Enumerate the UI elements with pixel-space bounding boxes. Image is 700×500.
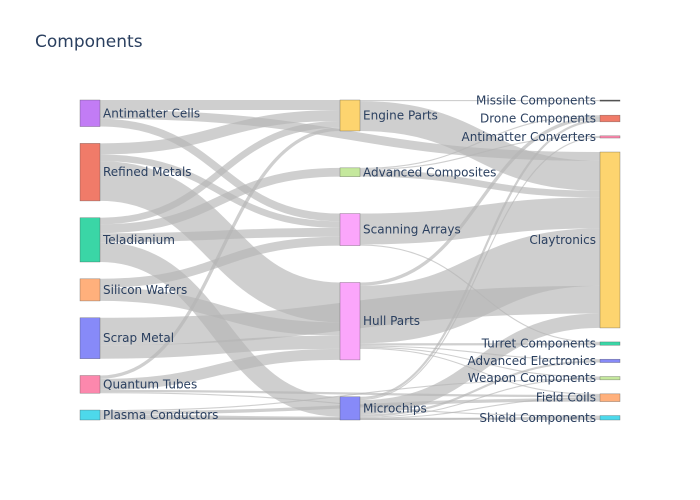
link-engine_parts-to-claytronics[interactable]	[359, 101, 601, 191]
node-shield_components[interactable]	[599, 415, 621, 421]
node-label-engine_parts: Engine Parts	[363, 108, 438, 122]
link-scanning_arrays-to-claytronics[interactable]	[359, 197, 601, 245]
link-quantum_tubes-to-field_coils[interactable]	[99, 389, 601, 398]
link-microchips-to-claytronics[interactable]	[359, 313, 601, 415]
link-hull_parts-to-claytronics[interactable]	[359, 228, 601, 344]
link-microchips-to-advanced_electronics[interactable]	[359, 360, 601, 417]
node-antimatter_converters[interactable]	[599, 135, 621, 139]
node-label-plasma_conductors: Plasma Conductors	[103, 408, 218, 422]
node-label-weapon_components: Weapon Components	[468, 371, 596, 385]
link-advanced_composites-to-antimatter_converters[interactable]	[359, 135, 601, 171]
node-weapon_components[interactable]	[599, 376, 621, 381]
node-label-hull_parts: Hull Parts	[363, 314, 420, 328]
nodes-layer	[79, 99, 621, 421]
node-advanced_electronics[interactable]	[599, 358, 621, 363]
node-claytronics[interactable]	[599, 151, 621, 329]
link-advanced_composites-to-claytronics[interactable]	[359, 170, 601, 198]
node-hull_parts[interactable]	[339, 282, 361, 361]
node-refined_metals[interactable]	[79, 143, 101, 202]
node-label-silicon_wafers: Silicon Wafers	[103, 283, 187, 297]
link-refined_metals-to-hull_parts[interactable]	[99, 161, 341, 323]
node-label-quantum_tubes: Quantum Tubes	[103, 377, 197, 391]
node-teladianium[interactable]	[79, 217, 101, 263]
link-microchips-to-field_coils[interactable]	[359, 397, 601, 419]
node-advanced_composites[interactable]	[339, 167, 361, 177]
node-label-antimatter_converters: Antimatter Converters	[462, 130, 596, 144]
link-hull_parts-to-drone_components[interactable]	[359, 116, 601, 286]
node-label-teladianium: Teladianium	[102, 233, 175, 247]
link-quantum_tubes-to-engine_parts[interactable]	[99, 127, 341, 379]
chart-title: Components	[35, 32, 143, 52]
node-antimatter_cells[interactable]	[79, 99, 101, 127]
node-plasma_conductors[interactable]	[79, 409, 101, 421]
node-label-scanning_arrays: Scanning Arrays	[363, 223, 461, 237]
node-field_coils[interactable]	[599, 393, 621, 402]
node-label-antimatter_cells: Antimatter Cells	[103, 106, 200, 120]
node-label-shield_components: Shield Components	[479, 411, 596, 425]
node-label-microchips: Microchips	[363, 401, 427, 415]
node-engine_parts[interactable]	[339, 99, 361, 132]
link-plasma_conductors-to-weapon_components[interactable]	[99, 378, 601, 412]
link-refined_metals-to-scanning_arrays[interactable]	[99, 154, 341, 228]
node-label-advanced_composites: Advanced Composites	[363, 165, 496, 179]
link-teladianium-to-engine_parts[interactable]	[99, 121, 341, 225]
link-microchips-to-shield_components[interactable]	[359, 416, 601, 421]
link-silicon_wafers-to-scanning_arrays[interactable]	[99, 236, 341, 288]
node-label-advanced_electronics: Advanced Electronics	[468, 354, 597, 368]
node-label-claytronics: Claytronics	[529, 233, 596, 247]
node-silicon_wafers[interactable]	[79, 278, 101, 302]
node-quantum_tubes[interactable]	[79, 375, 101, 394]
node-microchips[interactable]	[339, 396, 361, 421]
node-label-drone_components: Drone Components	[480, 112, 596, 126]
link-hull_parts-to-advanced_electronics[interactable]	[359, 345, 601, 361]
node-label-scrap_metal: Scrap Metal	[103, 331, 174, 345]
link-microchips-to-drone_components[interactable]	[359, 119, 601, 399]
node-drone_components[interactable]	[599, 114, 621, 123]
node-scanning_arrays[interactable]	[339, 213, 361, 246]
link-refined_metals-to-engine_parts[interactable]	[99, 109, 341, 155]
link-microchips-to-weapon_components[interactable]	[359, 377, 601, 418]
link-microchips-to-antimatter_converters[interactable]	[359, 136, 601, 401]
node-turret_components[interactable]	[599, 341, 621, 346]
node-label-missile_components: Missile Components	[476, 94, 596, 108]
node-label-refined_metals: Refined Metals	[103, 165, 192, 179]
link-teladianium-to-advanced_composites[interactable]	[99, 167, 341, 234]
node-scrap_metal[interactable]	[79, 317, 101, 359]
link-quantum_tubes-to-hull_parts[interactable]	[99, 348, 341, 390]
node-label-field_coils: Field Coils	[536, 391, 596, 405]
node-label-turret_components: Turret Components	[481, 337, 596, 351]
links-layer	[99, 99, 601, 421]
link-scrap_metal-to-hull_parts[interactable]	[99, 335, 341, 359]
node-missile_components[interactable]	[599, 99, 621, 102]
link-advanced_composites-to-drone_components[interactable]	[359, 115, 601, 169]
link-teladianium-to-scanning_arrays[interactable]	[99, 227, 341, 243]
